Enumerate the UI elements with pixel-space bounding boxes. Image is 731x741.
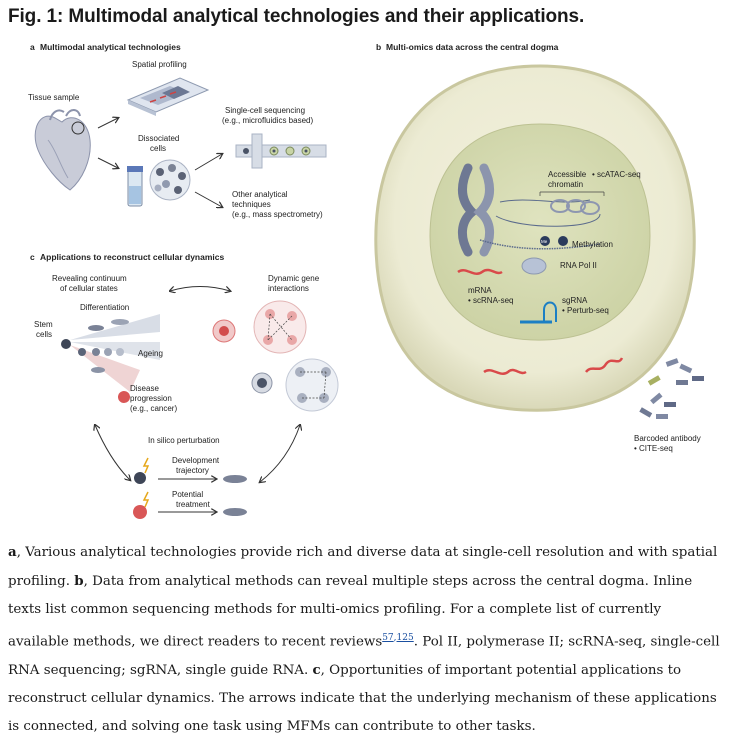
microfluidics-icon (235, 133, 327, 169)
other-techniques-label-2: techniques (232, 200, 271, 209)
panel-c-title: Applications to reconstruct cellular dyn… (40, 252, 224, 262)
stem-cells-label-2: cells (36, 330, 52, 339)
mrna-icon (457, 268, 503, 275)
dissociated-label-2: cells (150, 144, 166, 153)
dissociated-cells-icon (149, 159, 191, 201)
stem-cell-icon (134, 472, 146, 484)
caption-a-letter: a (8, 544, 17, 560)
disease-label-1: Disease (130, 384, 159, 393)
methyl-mark-icon (558, 236, 568, 246)
stem-cells-label-1: Stem (34, 320, 53, 329)
cytoplasm-mrna-icon (585, 357, 624, 373)
figure-caption: a, Various analytical technologies provi… (8, 538, 724, 741)
differentiated-cell-icon (223, 475, 247, 483)
caption-b-text-2: . Pol II, polymerase II; scRNA-seq, sing… (8, 634, 720, 679)
reference-separator: , (393, 633, 397, 643)
methylation-label: Methylation (572, 240, 613, 249)
revealing-label-2: of cellular states (60, 284, 118, 293)
caption-b-letter: b (74, 573, 84, 589)
tube-icon (127, 166, 143, 207)
panel-b-title: Multi-omics data across the central dogm… (386, 42, 559, 52)
dynamic-gene-label-2: interactions (268, 284, 309, 293)
panel-c-letter: c (30, 252, 35, 262)
differentiation-label: Differentiation (80, 303, 129, 312)
accessible-label-1: Accessible (548, 170, 587, 179)
cytoplasm-mrna-icon (483, 368, 527, 375)
continuum-diagram (61, 314, 160, 403)
figure-graphic: a Multimodal analytical technologies Tis… (28, 42, 704, 519)
potential-label-1: Potential (172, 490, 203, 499)
development-label-1: Development (172, 456, 220, 465)
single-cell-seq-label-1: Single-cell sequencing (225, 106, 305, 115)
sgrna-label: sgRNA (562, 296, 588, 305)
accessible-label-2: chromatin (548, 180, 583, 189)
scrna-label: • scRNA-seq (468, 296, 513, 305)
me-label: Me (541, 239, 548, 244)
tissue-sample-label: Tissue sample (28, 93, 80, 102)
revealing-label-1: Revealing continuum (52, 274, 127, 283)
chromosome-icon (458, 163, 494, 257)
methyl-mark-icon (540, 236, 550, 246)
single-cell-seq-label-2: (e.g., microfluidics based) (222, 116, 313, 125)
other-techniques-label-1: Other analytical (232, 190, 288, 199)
panel-c: c Applications to reconstruct cellular d… (30, 252, 339, 519)
ageing-label: Ageing (138, 349, 163, 358)
lightning-icon (142, 457, 150, 508)
panel-b: b Multi-omics data across the central do… (374, 42, 704, 453)
caption-c-text: , Opportunities of important potential a… (8, 663, 717, 735)
caption-b-text: , Data from analytical methods can revea… (8, 574, 693, 650)
rna-pol-icon (521, 257, 547, 275)
panel-a-letter: a (30, 42, 35, 52)
chromatin-icon (479, 191, 605, 250)
treated-cell-icon (223, 508, 247, 516)
disease-label-3: (e.g., cancer) (130, 404, 177, 413)
sgrna-icon (520, 301, 557, 324)
panel-a: a Multimodal analytical technologies Tis… (28, 42, 327, 219)
in-silico-label: In silico perturbation (148, 436, 220, 445)
dissociated-label-1: Dissociated (138, 134, 179, 143)
spatial-slide-icon (126, 77, 210, 116)
mrna-label: mRNA (468, 286, 492, 295)
panel-a-title: Multimodal analytical technologies (40, 42, 181, 52)
rna-pol-label: RNA Pol II (560, 261, 597, 270)
caption-a-text: , Various analytical technologies provid… (8, 545, 718, 589)
caption-c-letter: c (312, 662, 321, 679)
panel-b-letter: b (376, 42, 381, 52)
disease-label-2: progression (130, 394, 172, 403)
perturb-label: • Perturb-seq (562, 306, 609, 315)
scatac-label: • scATAC-seq (592, 170, 641, 179)
development-label-2: trajectory (176, 466, 209, 475)
reference-link-57[interactable]: 57 (382, 633, 394, 643)
barcoded-antibody-icon (639, 358, 704, 419)
figure-title: Fig. 1: Multimodal analytical technologi… (8, 6, 585, 27)
cite-seq-label: • CITE-seq (634, 444, 673, 453)
potential-label-2: treatment (176, 500, 211, 509)
reference-link-125[interactable]: 125 (396, 633, 414, 643)
heart-icon (34, 109, 91, 191)
dynamic-gene-label-1: Dynamic gene (268, 274, 320, 283)
cancer-cell-icon (133, 505, 147, 519)
gene-interactions-diagram (212, 300, 339, 412)
spatial-profiling-label: Spatial profiling (132, 60, 187, 69)
barcoded-antibody-label: Barcoded antibody (634, 434, 701, 443)
other-techniques-label-3: (e.g., mass spectrometry) (232, 210, 323, 219)
